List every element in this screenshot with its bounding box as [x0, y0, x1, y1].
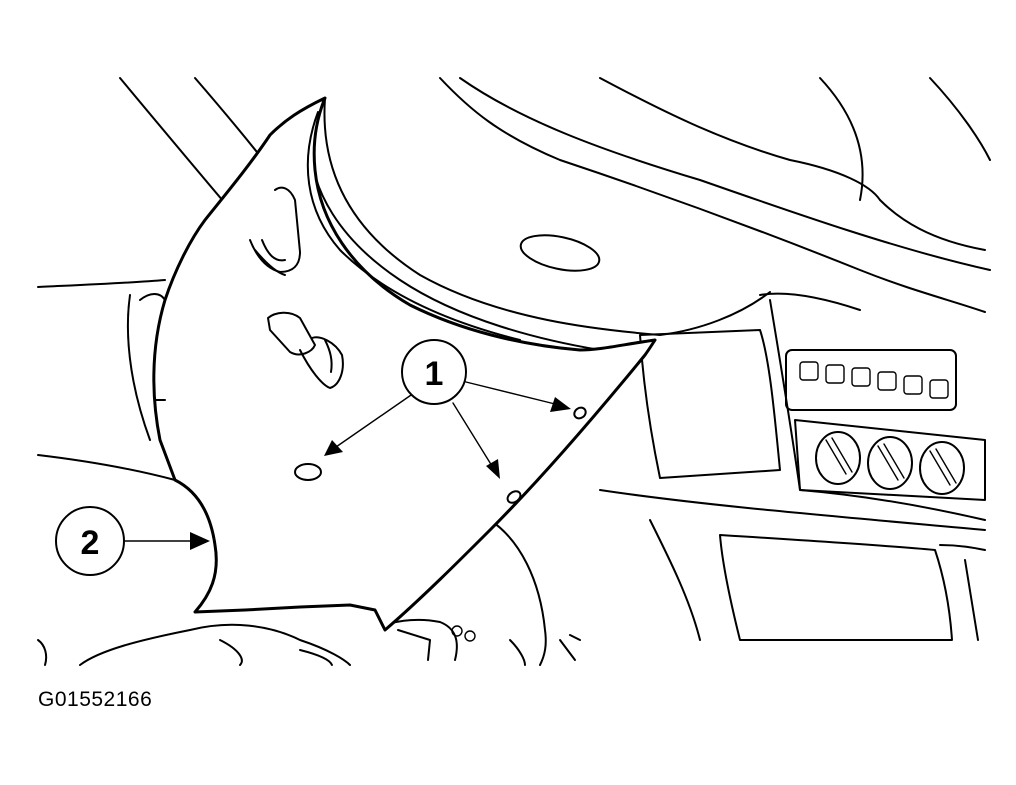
callout-1-circle [401, 339, 467, 405]
callout-2: 2 [55, 506, 210, 576]
callout-1-label: 1 [425, 355, 444, 393]
screw-hole-3 [573, 406, 587, 420]
callout-1: 1 [324, 339, 571, 479]
screw-hole-1 [294, 463, 322, 481]
callout-2-label: 2 [81, 524, 100, 562]
hvac-button-row [785, 349, 957, 411]
callout-2-circle [55, 506, 125, 576]
screw-hole-2 [506, 490, 522, 504]
figure-id-label: G01552166 [38, 688, 153, 711]
hvac-control-knobs [794, 419, 986, 501]
dashboard-background [37, 77, 991, 666]
